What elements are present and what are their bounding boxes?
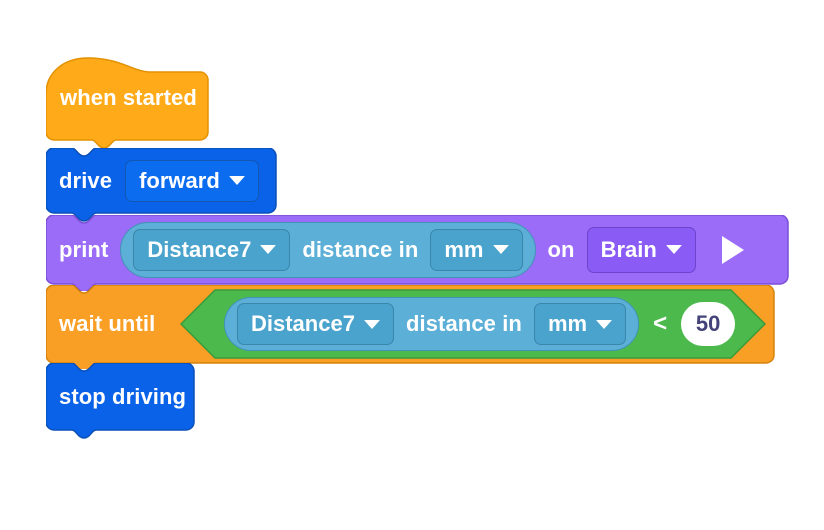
block-wait-until[interactable]: wait until Distance7 distance in mm — [46, 285, 778, 369]
condition-device-dropdown[interactable]: Distance7 — [237, 303, 394, 345]
print-distance-in-label: distance in — [302, 236, 419, 262]
condition-unit-dropdown[interactable]: mm — [533, 303, 627, 345]
play-triangle-icon — [721, 235, 744, 264]
print-run-button[interactable] — [721, 235, 744, 264]
chevron-down-icon — [596, 319, 613, 329]
threshold-number-value: 50 — [695, 311, 721, 336]
condition-device-value: Distance7 — [251, 311, 355, 336]
threshold-number-input[interactable]: 50 — [681, 302, 736, 346]
reporter-distance-print[interactable]: Distance7 distance in mm — [120, 221, 536, 278]
when-started-label: when started — [60, 85, 197, 110]
block-print[interactable]: print Distance7 distance in mm on Brain — [46, 215, 790, 291]
print-unit-dropdown[interactable]: mm — [430, 228, 523, 271]
stop-driving-label: stop driving — [59, 383, 187, 409]
reporter-distance-condition[interactable]: Distance7 distance in mm — [224, 297, 640, 351]
chevron-down-icon — [363, 319, 380, 329]
operator-less-than[interactable]: Distance7 distance in mm < 50 — [180, 289, 766, 359]
print-console-dropdown[interactable]: Brain — [586, 226, 696, 273]
condition-distance-in-label: distance in — [405, 311, 522, 336]
wait-until-label: wait until — [59, 311, 156, 336]
print-device-value: Distance7 — [147, 236, 252, 262]
print-console-value: Brain — [600, 236, 657, 262]
block-when-started[interactable]: when started — [46, 56, 211, 149]
drive-direction-dropdown[interactable]: forward — [125, 159, 259, 202]
print-label: print — [59, 236, 109, 262]
chevron-down-icon — [492, 245, 509, 254]
chevron-down-icon — [228, 176, 245, 185]
print-unit-value: mm — [444, 236, 484, 262]
less-than-operator-symbol: < — [653, 310, 668, 337]
print-device-dropdown[interactable]: Distance7 — [133, 228, 291, 271]
condition-unit-value: mm — [547, 311, 588, 336]
block-stop-driving[interactable]: stop driving — [46, 363, 196, 439]
drive-direction-value: forward — [139, 167, 220, 193]
chevron-down-icon — [665, 245, 682, 254]
block-drive[interactable]: drive forward — [46, 148, 278, 222]
print-on-label: on — [547, 236, 575, 262]
drive-label: drive — [59, 167, 113, 193]
chevron-down-icon — [260, 245, 277, 254]
